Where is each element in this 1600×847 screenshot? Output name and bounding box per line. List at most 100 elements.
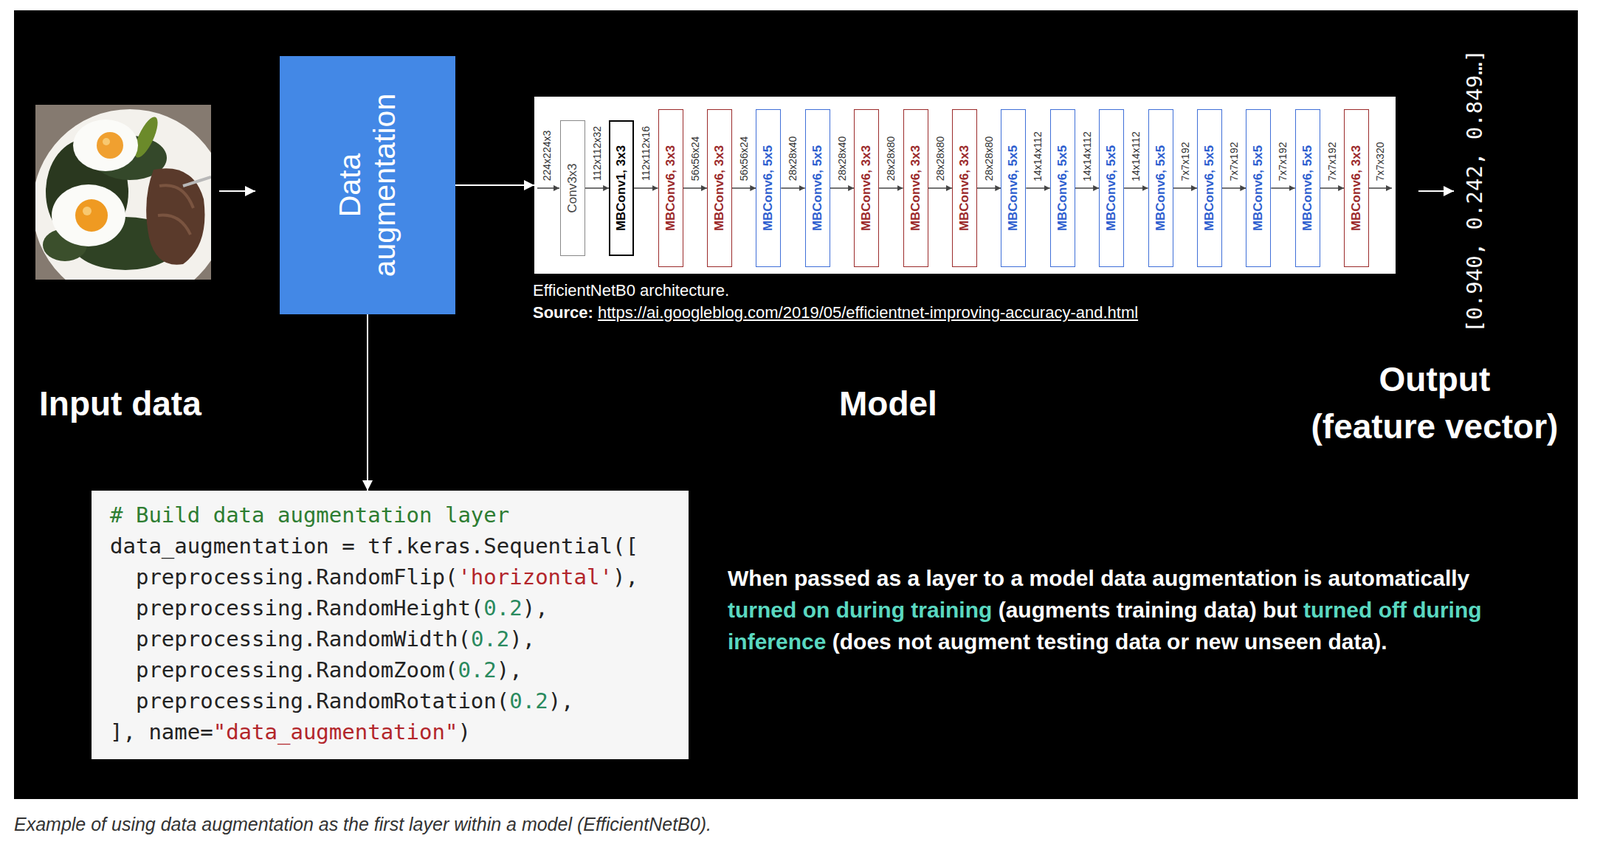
layer-block: MBConv6, 5x5 — [1000, 109, 1026, 268]
process-box: Data augmentation — [279, 56, 456, 315]
connector-arrow — [1075, 187, 1099, 189]
layer-label: MBConv6, 3x3 — [859, 145, 874, 231]
code-comment: # Build data augmentation layer — [109, 502, 510, 528]
dimension-label: 7x7x192 — [1276, 141, 1289, 181]
connector-arrow — [1173, 187, 1198, 189]
connector-arrow — [878, 187, 903, 189]
note-text: (augments training data) but — [998, 597, 1298, 623]
output-arrow — [1418, 190, 1454, 192]
layer-block: MBConv6, 5x5 — [1148, 109, 1174, 268]
panel-caption: EfficientNetB0 architecture. — [532, 281, 730, 301]
dimension-label: 14x14x112 — [1081, 131, 1093, 181]
connector-arrow — [928, 187, 953, 189]
dimension-label: 56x56x24 — [738, 135, 750, 181]
layer-label: MBConv6, 3x3 — [908, 145, 924, 231]
layer-block: MBConv6, 5x5 — [1245, 109, 1271, 268]
dimension-label: 7x7x192 — [1326, 141, 1339, 181]
layer-arrow — [537, 187, 560, 189]
note-text: (does not augment testing data or new un… — [832, 629, 1388, 654]
layer-block: MBConv6, 3x3 — [903, 109, 929, 268]
section-heading: (feature vector) — [1311, 406, 1559, 448]
dimension-label: 14x14x112 — [1031, 131, 1044, 181]
note-text: When passed as a layer to a model data a… — [727, 566, 1470, 591]
architecture-panel: EfficientNetB0 architecture.Conv3x3MBCon… — [534, 96, 1396, 274]
layer-label: MBConv6, 3x3 — [663, 145, 679, 231]
code-line: data_augmentation = tf.keras.Sequential(… — [109, 530, 639, 562]
connector-arrow — [1123, 187, 1148, 189]
code-number: 0.2 — [457, 657, 496, 683]
layer-label: MBConv6, 5x5 — [1300, 145, 1316, 231]
code-number: 0.2 — [470, 626, 510, 652]
note-text: turned on during training — [727, 597, 992, 623]
layer-label: MBConv6, 3x3 — [712, 145, 727, 231]
connector-arrow — [633, 187, 658, 189]
source-url: https://ai.googleblog.com/2019/05/effici… — [597, 303, 1139, 323]
dimension-label: 112x112x16 — [639, 126, 652, 181]
layer-label: MBConv6, 5x5 — [1202, 145, 1217, 231]
layer-block: MBConv6, 5x5 — [1050, 109, 1076, 268]
food-photo — [35, 104, 212, 280]
code-line: ], name="data_augmentation") — [109, 716, 471, 748]
note-paragraph: When passed as a layer to a model data a… — [727, 562, 1492, 658]
dimension-label: 28x28x40 — [786, 135, 799, 181]
dimension-label: 7x7x192 — [1228, 141, 1240, 181]
code-line: preprocessing.RandomWidth(0.2), — [109, 623, 536, 655]
layer-block: Conv3x3 — [560, 120, 586, 257]
layer-block: MBConv6, 5x5 — [1295, 109, 1321, 268]
section-heading: Output — [1379, 359, 1491, 400]
layer-label: MBConv1, 3x3 — [614, 145, 629, 231]
dimension-label: 56x56x24 — [689, 135, 702, 181]
layer-label: MBConv6, 5x5 — [1055, 145, 1071, 231]
code-line: preprocessing.RandomHeight(0.2), — [109, 592, 549, 624]
dimension-label: 7x7x320 — [1374, 141, 1387, 181]
connector-arrow — [780, 187, 805, 189]
box-label: Data augmentation — [332, 81, 403, 289]
dimension-label: 112x112x32 — [591, 126, 603, 181]
layer-block: MBConv6, 5x5 — [805, 109, 831, 268]
dimension-label: 28x28x80 — [884, 135, 897, 181]
dimension-label: 14x14x112 — [1129, 131, 1142, 181]
connector-arrow — [585, 187, 609, 189]
code-string: "data_augmentation" — [213, 719, 459, 745]
code-line: preprocessing.RandomRotation(0.2), — [109, 685, 575, 717]
connector-arrow — [977, 187, 1001, 189]
layer-block: MBConv6, 3x3 — [658, 109, 684, 268]
layer-block: MBConv6, 5x5 — [755, 109, 781, 268]
code-block: # Build data augmentation layerdata_augm… — [91, 490, 689, 760]
code-number: 0.2 — [483, 595, 522, 621]
connector-arrow — [830, 187, 854, 189]
connector-arrow — [683, 187, 708, 189]
connector-arrow — [732, 187, 756, 189]
code-string: 'horizontal' — [457, 564, 613, 590]
layer-label: MBConv6, 5x5 — [810, 145, 826, 231]
connector-arrow — [366, 314, 369, 491]
figure-caption: Example of using data augmentation as th… — [14, 813, 712, 836]
connector-arrow — [455, 184, 535, 186]
dimension-label: 224x224x3 — [540, 129, 554, 181]
layer-label: MBConv6, 3x3 — [957, 145, 972, 231]
layer-label: MBConv6, 5x5 — [760, 145, 776, 231]
connector-arrow — [1222, 187, 1246, 189]
code-line: preprocessing.RandomZoom(0.2), — [109, 654, 523, 686]
section-heading: Input data — [39, 383, 202, 425]
layer-label: Conv3x3 — [565, 163, 581, 213]
feature-vector: [0.940, 0.242, 0.849…] — [1461, 49, 1488, 333]
layer-arrow — [1369, 187, 1392, 189]
code-line: preprocessing.RandomFlip('horizontal'), — [109, 561, 639, 593]
layer-block: MBConv6, 3x3 — [1343, 109, 1370, 268]
dimension-label: 28x28x40 — [836, 135, 848, 181]
layer-label: MBConv6, 3x3 — [1349, 145, 1364, 231]
layer-block: MBConv1, 3x3 — [608, 120, 634, 257]
layer-label: MBConv6, 5x5 — [1250, 145, 1266, 231]
layer-label: MBConv6, 5x5 — [1104, 145, 1119, 231]
layer-block: MBConv6, 3x3 — [853, 109, 879, 268]
layer-label: MBConv6, 5x5 — [1005, 145, 1021, 231]
code-number: 0.2 — [509, 688, 548, 714]
connector-arrow — [1270, 187, 1295, 189]
dimension-label: 28x28x80 — [983, 135, 995, 181]
input-arrow — [219, 190, 256, 192]
section-heading: Model — [839, 383, 938, 425]
source-label: Source: — [532, 303, 594, 323]
code-line: # Build data augmentation layer — [109, 499, 510, 531]
